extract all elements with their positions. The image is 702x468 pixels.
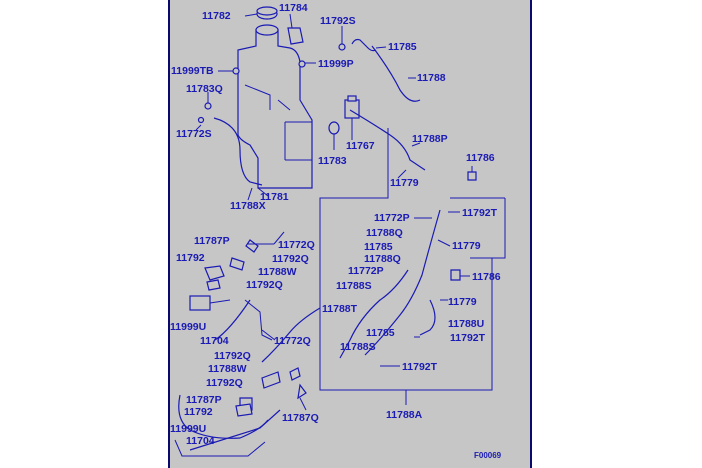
- label-11772q-b: 11772Q: [274, 335, 311, 347]
- label-11999u-a: 11999U: [170, 321, 206, 333]
- label-11787p-b: 11787P: [186, 394, 222, 406]
- label-11792q-a: 11792Q: [272, 253, 309, 265]
- label-11786-mid: 11786: [472, 271, 501, 283]
- label-11788p: 11788P: [412, 133, 448, 145]
- stay-11704: [244, 299, 273, 341]
- label-11792t-a: 11792T: [462, 207, 498, 219]
- label-11788a: 11788A: [386, 409, 423, 421]
- label-11704-b: 11704: [186, 435, 215, 447]
- label-11772p-b: 11772P: [348, 265, 384, 277]
- label-11788s-b: 11788S: [340, 341, 376, 353]
- figure-code: F00069: [474, 451, 502, 460]
- label-11787q: 11787Q: [282, 412, 319, 424]
- label-11788q-b: 11788Q: [364, 253, 401, 265]
- label-11792s: 11792S: [320, 15, 356, 27]
- label-11785-top: 11785: [388, 41, 417, 53]
- label-11772s: 11772S: [176, 128, 212, 140]
- label-11779-a: 11779: [390, 177, 419, 189]
- label-11783q: 11783Q: [186, 83, 223, 95]
- hose-11788: [371, 45, 421, 102]
- hose-front-long: [364, 209, 441, 356]
- hose-11788p: [349, 109, 426, 171]
- nozzle-upper: [189, 239, 259, 311]
- hose-11788a: [189, 409, 281, 451]
- label-11772p-a: 11772P: [374, 212, 410, 224]
- label-11781: 11781: [260, 191, 289, 203]
- label-11767: 11767: [346, 140, 375, 152]
- label-11792-b: 11792: [184, 406, 213, 418]
- bumper-outline: [174, 439, 266, 457]
- part-labels: 11782 11784 11792S 11785 11999TB 11999P …: [170, 2, 502, 460]
- label-11792t-c: 11792T: [402, 361, 438, 373]
- label-11792q-c: 11792Q: [214, 350, 251, 362]
- routing-frame: [319, 128, 506, 391]
- label-11788s-a: 11788S: [336, 280, 372, 292]
- label-11792q-d: 11792Q: [206, 377, 243, 389]
- hose-11788u: [419, 299, 436, 336]
- grommet-11783: [328, 121, 340, 135]
- nozzle-lower: [235, 367, 307, 417]
- label-11792t-b: 11792T: [450, 332, 486, 344]
- bracket-11784: [287, 27, 304, 45]
- label-11788q-a: 11788Q: [366, 227, 403, 239]
- hose-11785: [351, 38, 377, 52]
- label-11784: 11784: [279, 2, 308, 14]
- label-11788: 11788: [417, 72, 446, 84]
- label-11779-b: 11779: [452, 240, 481, 252]
- label-11788u: 11788U: [448, 318, 484, 330]
- label-11999u-b: 11999U: [170, 423, 206, 435]
- label-11788w-a: 11788W: [258, 266, 297, 278]
- label-11788t: 11788T: [322, 303, 358, 315]
- hose-11788x: [213, 117, 263, 186]
- label-11999tb: 11999TB: [171, 65, 214, 77]
- label-11788w-b: 11788W: [208, 363, 247, 375]
- leader-lines: [195, 13, 473, 411]
- label-11704-a: 11704: [200, 335, 229, 347]
- label-11792q-b: 11792Q: [246, 279, 283, 291]
- label-11779-c: 11779: [448, 296, 477, 308]
- label-11787p-a: 11787P: [194, 235, 230, 247]
- small-fittings-top: [197, 43, 477, 281]
- label-11786-top: 11786: [466, 152, 495, 164]
- label-11772q-a: 11772Q: [278, 239, 315, 251]
- label-11792-a: 11792: [176, 252, 205, 264]
- hose-11788s: [339, 269, 409, 359]
- label-11788x: 11788X: [230, 200, 266, 212]
- washer-tank: [237, 24, 313, 189]
- label-11782: 11782: [202, 10, 231, 22]
- label-11783: 11783: [318, 155, 347, 167]
- tank-cap: [256, 6, 278, 20]
- hose-11788t: [261, 307, 321, 363]
- label-11999p: 11999P: [318, 58, 354, 70]
- label-11785-mid: 11785: [364, 241, 393, 253]
- label-11785-low: 11785: [366, 327, 395, 339]
